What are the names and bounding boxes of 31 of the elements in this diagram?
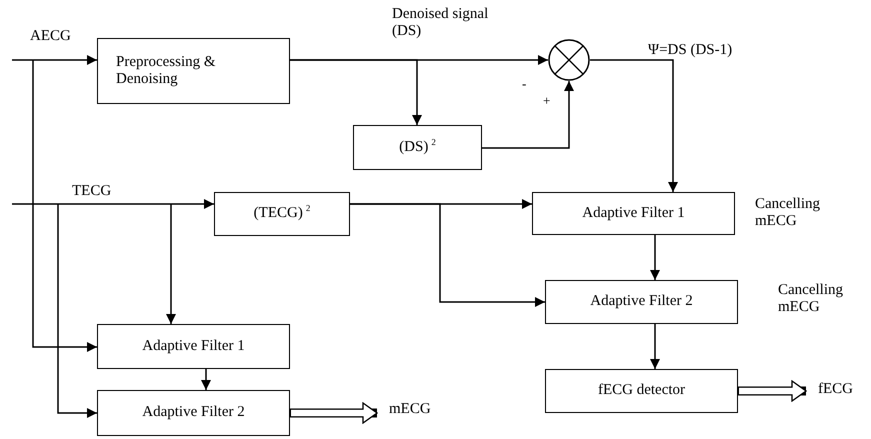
process-box: Preprocessing & Denoising [97, 38, 290, 104]
arrow [166, 204, 176, 324]
arrow [57, 204, 97, 418]
process-box: (DS)$^{2}$ [353, 125, 482, 170]
output-arrow [738, 380, 807, 402]
arrow [32, 60, 97, 352]
process-box: Adaptive Filter 2 [545, 280, 738, 324]
output-label: mECG [377, 400, 439, 420]
arrow [201, 369, 211, 390]
output-label: fECG [806, 380, 864, 400]
output-arrow [290, 402, 378, 424]
process-box: fECG detector [545, 369, 738, 413]
sign-label: - [522, 77, 526, 92]
process-box: Adaptive Filter 1 [532, 192, 735, 235]
arrow [650, 235, 660, 280]
signal-label: TECG [72, 183, 112, 200]
arrow [590, 59, 678, 192]
arrow [12, 55, 97, 65]
arrow [650, 324, 660, 369]
process-box: (TECG)$^{2}$ [214, 192, 350, 236]
annotation-text: Cancelling mECG [778, 282, 844, 316]
arrow [482, 81, 574, 149]
process-box: Adaptive Filter 1 [97, 324, 290, 369]
arrow [290, 59, 422, 125]
process-box: Adaptive Filter 2 [97, 390, 290, 436]
arrow [350, 203, 545, 307]
sign-label: + [543, 94, 550, 109]
multiplier-circle [548, 39, 590, 81]
arrow [12, 199, 214, 209]
signal-label: AECG [30, 28, 71, 46]
annotation-text: Cancelling mECG [755, 196, 821, 230]
